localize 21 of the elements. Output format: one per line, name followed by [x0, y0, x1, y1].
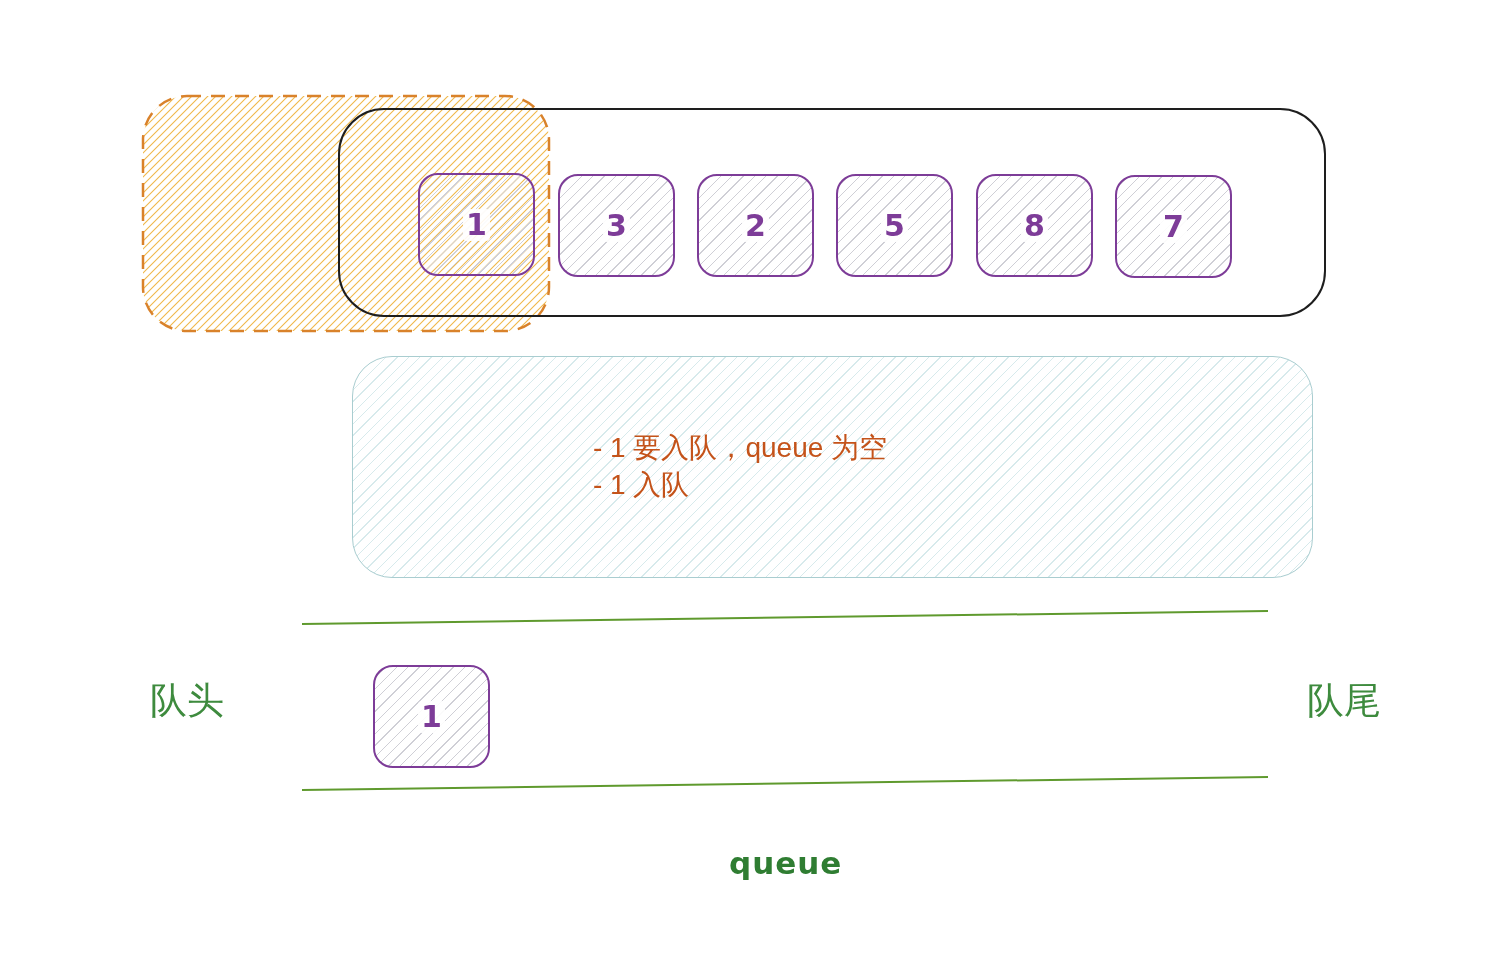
element-number: 8 [1021, 209, 1048, 242]
element-number: 3 [603, 209, 630, 242]
element-number: 1 [463, 208, 490, 241]
element-number: 7 [1160, 210, 1187, 243]
note-panel [352, 356, 1313, 578]
element-number: 1 [418, 700, 445, 733]
element-box [558, 174, 675, 277]
queue-caption: queue [729, 846, 843, 881]
array-container [338, 108, 1326, 317]
element-box [1115, 175, 1232, 278]
note-line: - 1 要入队，queue 为空 [593, 431, 888, 465]
queue-element-box [373, 665, 490, 768]
element-box [836, 174, 953, 277]
element-box [697, 174, 814, 277]
element-box [976, 174, 1093, 277]
element-number: 2 [742, 209, 769, 242]
queue-head-label: 队头 [150, 681, 224, 722]
element-box [418, 173, 535, 276]
note-line: - 1 入队 [593, 468, 690, 502]
queue-tail-label: 队尾 [1307, 681, 1381, 722]
element-number: 5 [881, 209, 908, 242]
